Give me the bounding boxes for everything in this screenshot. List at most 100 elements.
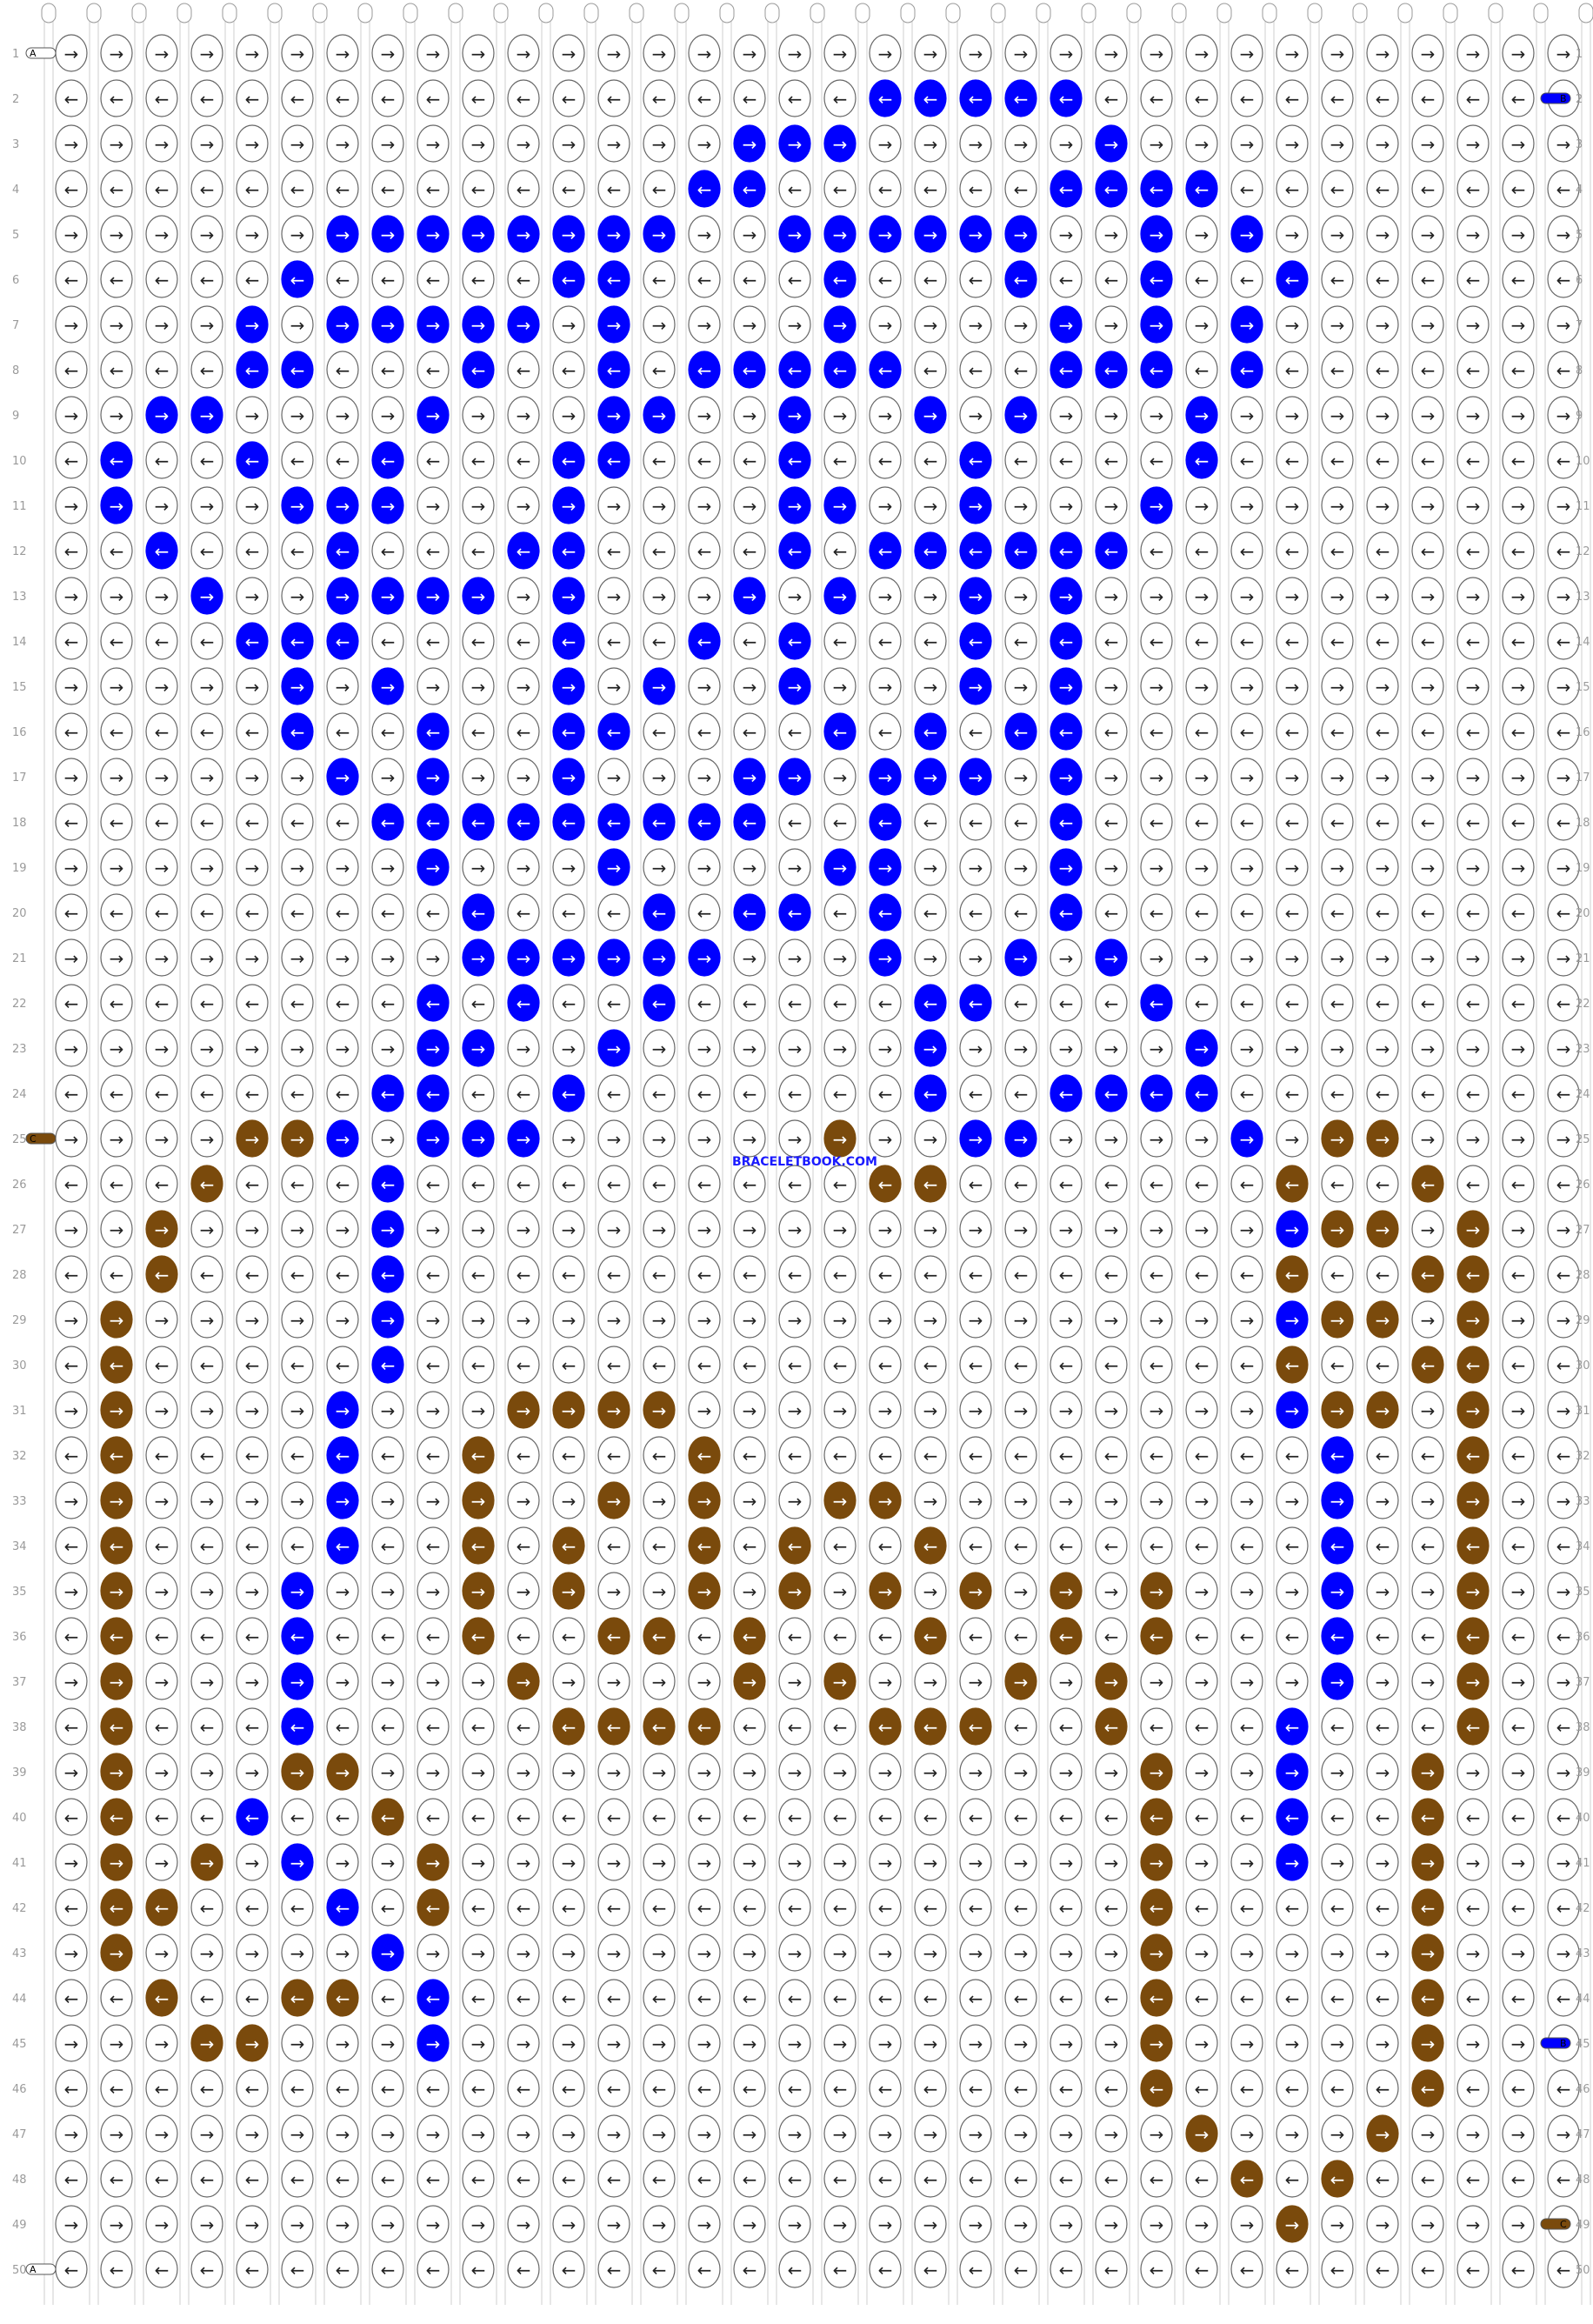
- knot: →: [1456, 1753, 1490, 1791]
- left-arrow-icon: ←: [1376, 631, 1390, 652]
- right-arrow-icon: →: [788, 1310, 803, 1331]
- right-arrow-icon: →: [1556, 1581, 1571, 1602]
- knot: →: [1276, 396, 1309, 434]
- knot: →: [959, 1753, 992, 1791]
- right-arrow-icon: →: [562, 1672, 577, 1693]
- right-arrow-icon: →: [969, 1310, 983, 1331]
- right-arrow-icon: →: [517, 1038, 531, 1059]
- knot: ←: [823, 2160, 856, 2198]
- right-arrow-icon: →: [1421, 1491, 1436, 1512]
- right-arrow-icon: →: [1240, 1219, 1255, 1240]
- knot: →: [688, 1029, 721, 1067]
- right-arrow-icon: →: [155, 1219, 170, 1240]
- knot-shape: [959, 34, 992, 72]
- left-arrow-icon: ←: [426, 1174, 441, 1195]
- knot: →: [552, 1210, 585, 1248]
- right-arrow-icon: →: [1014, 1762, 1029, 1783]
- left-arrow-icon: ←: [517, 1626, 531, 1647]
- knot: →: [1366, 1119, 1399, 1158]
- right-arrow-icon: →: [200, 2033, 215, 2054]
- left-arrow-icon: ←: [1556, 179, 1571, 200]
- knot: ←: [1050, 1165, 1083, 1203]
- knot: ←: [145, 1617, 178, 1655]
- left-arrow-icon: ←: [381, 179, 396, 200]
- left-arrow-icon: ←: [1330, 1084, 1345, 1105]
- left-arrow-icon: ←: [64, 2079, 79, 2100]
- knot: ←: [733, 170, 766, 208]
- knot: →: [1140, 2024, 1173, 2062]
- knot: ←: [643, 1707, 676, 1746]
- knot: →: [733, 848, 766, 886]
- right-arrow-icon: →: [1240, 1129, 1255, 1150]
- right-arrow-icon: →: [200, 1129, 215, 1150]
- knot: ←: [1411, 1979, 1444, 2017]
- left-arrow-icon: ←: [517, 1898, 531, 1919]
- knot: ←: [371, 1707, 404, 1746]
- knot: →: [959, 938, 992, 977]
- left-arrow-icon: ←: [471, 360, 486, 381]
- left-arrow-icon: ←: [833, 631, 848, 652]
- left-arrow-icon: ←: [110, 1174, 124, 1195]
- right-arrow-icon: →: [1556, 1762, 1571, 1783]
- left-arrow-icon: ←: [1150, 1536, 1164, 1557]
- knot: ←: [281, 1074, 314, 1112]
- left-arrow-icon: ←: [652, 903, 667, 924]
- knot: ←: [914, 260, 947, 298]
- right-arrow-icon: →: [1285, 1400, 1300, 1421]
- knot: →: [869, 1933, 902, 1972]
- right-arrow-icon: →: [471, 1943, 486, 1964]
- knot: ←: [1321, 984, 1354, 1022]
- right-arrow-icon: →: [562, 405, 577, 426]
- knot: →: [823, 1933, 856, 1972]
- left-arrow-icon: ←: [200, 270, 215, 290]
- knot: →: [281, 486, 314, 524]
- knot: ←: [643, 2069, 676, 2107]
- left-arrow-icon: ←: [1285, 89, 1300, 110]
- knot: →: [417, 2114, 450, 2153]
- knot-shape: [823, 170, 856, 208]
- knot: ←: [552, 1798, 585, 1836]
- right-arrow-icon: →: [833, 586, 848, 607]
- knot: ←: [823, 893, 856, 932]
- right-arrow-icon: →: [562, 43, 577, 64]
- knot: →: [914, 667, 947, 705]
- right-arrow-icon: →: [607, 1943, 622, 1964]
- left-arrow-icon: ←: [64, 1536, 79, 1557]
- left-arrow-icon: ←: [923, 1988, 938, 2009]
- left-arrow-icon: ←: [1195, 1174, 1210, 1195]
- knot: ←: [1276, 1798, 1309, 1836]
- left-arrow-icon: ←: [743, 1174, 757, 1195]
- knot: →: [1095, 667, 1128, 705]
- knot: ←: [959, 531, 992, 570]
- thread-end: [267, 3, 283, 23]
- knot-shape: [1366, 215, 1399, 253]
- knot: →: [417, 305, 450, 344]
- knot: →: [1276, 305, 1309, 344]
- knot: ←: [326, 260, 359, 298]
- knot: →: [236, 1843, 269, 1881]
- knot: →: [145, 1119, 178, 1158]
- right-arrow-icon: →: [1150, 1310, 1164, 1331]
- knot: ←: [1185, 984, 1218, 1022]
- left-arrow-icon: ←: [200, 1084, 215, 1105]
- knot: ←: [688, 441, 721, 479]
- knot: ←: [281, 1979, 314, 2017]
- left-arrow-icon: ←: [1150, 179, 1164, 200]
- left-arrow-icon: ←: [1059, 1174, 1074, 1195]
- left-arrow-icon: ←: [381, 1174, 396, 1195]
- left-arrow-icon: ←: [1466, 993, 1481, 1014]
- right-arrow-icon: →: [788, 677, 803, 698]
- knot: →: [1547, 1753, 1580, 1791]
- knot: →: [959, 1119, 992, 1158]
- right-arrow-icon: →: [155, 1853, 170, 1873]
- knot: →: [914, 1933, 947, 1972]
- knot: ←: [552, 1617, 585, 1655]
- left-arrow-icon: ←: [64, 1626, 79, 1647]
- knot: ←: [1140, 1436, 1173, 1474]
- knot: ←: [145, 351, 178, 389]
- left-arrow-icon: ←: [1240, 1446, 1255, 1466]
- knot: →: [371, 1300, 404, 1339]
- knot: →: [823, 1481, 856, 1519]
- left-arrow-icon: ←: [1376, 1446, 1390, 1466]
- left-arrow-icon: ←: [607, 1265, 622, 1286]
